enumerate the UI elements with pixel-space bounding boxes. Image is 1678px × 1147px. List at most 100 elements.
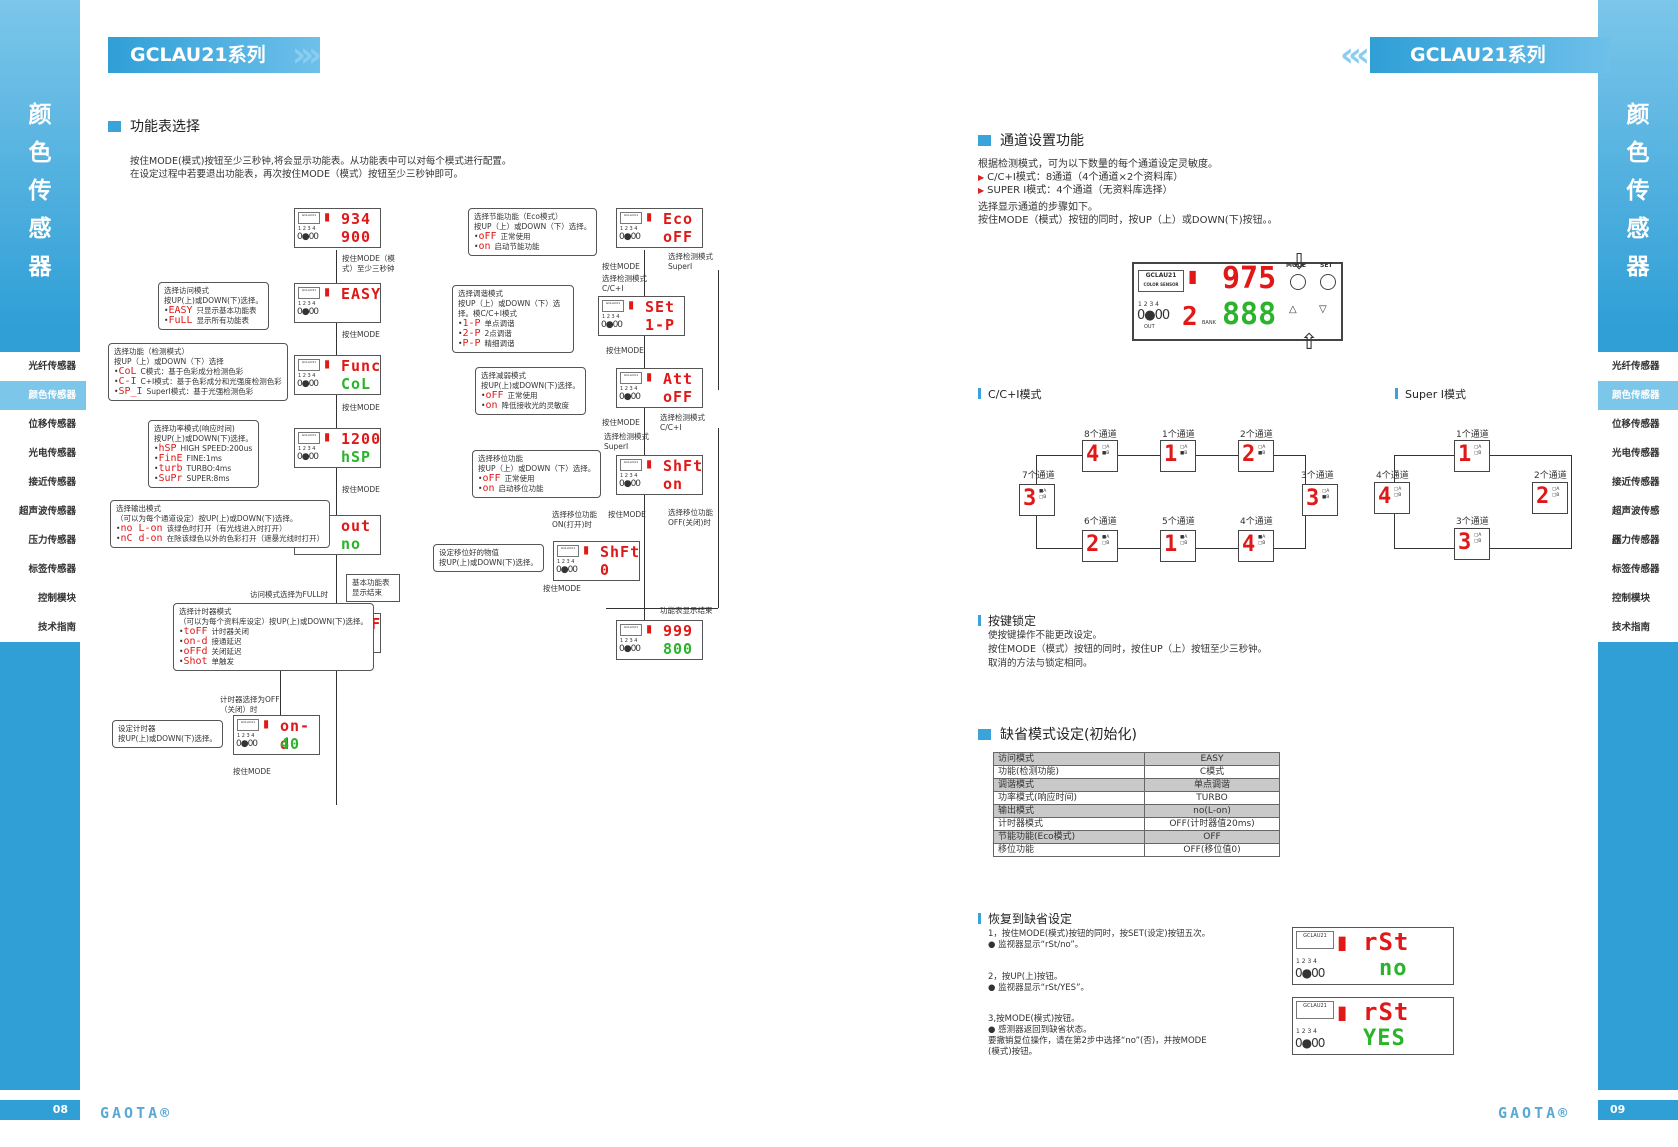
device-bottom-value: 888	[1222, 297, 1277, 332]
key-lock-text-2: 按住MODE（模式）按钮的同时，按住UP（上）按钮至少三秒钟。	[988, 644, 1268, 655]
menu-item-displacement[interactable]: 位移传感器	[28, 419, 76, 430]
restore-step-1: 1，按住MODE(模式)按钮的同时，按SET(设定)按钮五次。● 监视器显示“r…	[988, 929, 1211, 950]
left-series-title: GCLAU21系列	[108, 37, 320, 73]
down-button[interactable]: ▽	[1319, 304, 1327, 315]
note-press-mode: 按住MODE	[543, 584, 581, 593]
channel-label: 1个通道	[1162, 430, 1195, 440]
note-access-full: 访问模式选择为FULL时	[250, 590, 329, 599]
note-sel-superi2: 选择检测模式SuperI	[604, 432, 649, 451]
note-press-mode: 按住MODE	[342, 330, 380, 339]
note-press-mode: 按住MODE	[602, 262, 640, 271]
channel-setting-heading: 通道设置功能	[978, 130, 1084, 150]
timer-mode-box: 选择计时器模式（可以为每个资料库设定）按UP(上)或DOWN(下)选择。 •to…	[173, 603, 374, 671]
menu-item-photoelectric[interactable]: 光电传感器	[1612, 448, 1660, 459]
note-press-mode: 按住MODE	[608, 510, 646, 519]
channel-label: 3个通道	[1301, 471, 1334, 481]
shift-value-box: 设定移位好的物值按UP(上)或DOWN(下)选择。	[433, 544, 544, 572]
menu-item-proximity[interactable]: 接近传感器	[28, 477, 76, 488]
menu-item-label[interactable]: 标签传感器	[1612, 564, 1660, 575]
restore-heading: 恢复到缺省设定	[978, 910, 1072, 927]
menu-item-guide[interactable]: 技术指南	[37, 622, 76, 633]
set-timer-box: 设定计时器按UP(上)或DOWN(下)选择。	[112, 720, 223, 748]
menu-item-ultrasonic[interactable]: 超声波传感器	[18, 506, 76, 517]
menu-item-control[interactable]: 控制模块	[1612, 593, 1651, 604]
menu-item-label[interactable]: 标签传感器	[28, 564, 76, 575]
menu-item-displacement[interactable]: 位移传感器	[1612, 419, 1660, 430]
table-row: 调谐模式单点调谐	[993, 778, 1280, 792]
right-logo: GAOTA®	[1498, 1104, 1571, 1122]
menu-item-pressure[interactable]: 压力传感器	[28, 535, 76, 546]
channel-label: 3个通道	[1456, 517, 1489, 527]
menu-item-fiber[interactable]: 光纤传感器	[1612, 361, 1660, 372]
channel-leds: 0●00	[1137, 308, 1170, 323]
channel-block: 3■A□B	[1019, 484, 1055, 516]
note-press-mode: 按住MODE	[342, 403, 380, 412]
table-row: 功率模式(响应时间)TURBO	[993, 791, 1280, 805]
note-press-mode: 按住MODE	[602, 418, 640, 427]
channel-label: 6个通道	[1084, 517, 1117, 527]
menu-item-color[interactable]: 颜色传感器	[1598, 381, 1678, 410]
menu-item-control[interactable]: 控制模块	[37, 593, 76, 604]
set-button[interactable]	[1320, 274, 1336, 290]
flow-line-shift-off	[718, 428, 719, 608]
press-arrow-icon: ⇩	[1290, 250, 1309, 275]
channel-label: 4个通道	[1376, 471, 1409, 481]
mode-button[interactable]	[1290, 274, 1306, 290]
note-sel-cci: 选择检测模式C/C+I	[660, 413, 705, 432]
function-menu-heading: 功能表选择	[108, 116, 200, 136]
table-row: 功能(检测功能)C模式	[993, 765, 1280, 779]
note-sel-superi: 选择检测模式SuperI	[668, 252, 713, 271]
cci-mode-label: C/C+I模式	[978, 386, 1042, 402]
channel-text-2: ▶C/C+I模式：8通道（4个通道×2个资料库）	[978, 172, 1184, 183]
channel-text-3: ▶SUPER I模式：4个通道（无资料库选择）	[978, 185, 1173, 196]
right-chevron-icon: ‹‹‹	[1340, 35, 1370, 75]
channel-label: 2个通道	[1240, 430, 1273, 440]
intro-line-2: 在设定过程中若要退出功能表，再次按住MODE（模式）按钮至少三秒钟即可。	[130, 169, 463, 180]
channel-block: 3□A□B	[1454, 528, 1490, 560]
table-row: 节能功能(Eco模式)OFF	[993, 830, 1280, 844]
flow-line-end	[606, 608, 718, 609]
left-category-menu: 光纤传感器 颜色传感器 位移传感器 光电传感器 接近传感器 超声波传感器 压力传…	[0, 352, 86, 642]
flow-line-timer-off	[280, 665, 281, 740]
menu-item-guide[interactable]: 技术指南	[1612, 622, 1651, 633]
flow-line-superi	[718, 270, 719, 390]
right-side-title: 颜色传感器	[1626, 102, 1650, 280]
menu-item-fiber[interactable]: 光纤传感器	[28, 361, 76, 372]
up-button[interactable]: △	[1289, 304, 1297, 315]
key-lock-text-1: 使按键操作不能更改设定。	[988, 630, 1103, 641]
menu-item-ultrasonic[interactable]: 超声波传感器	[1612, 506, 1660, 546]
menu-item-pressure[interactable]: 压力传感器	[1612, 535, 1660, 546]
note-shift-off: 选择移位功能OFF(关闭)时	[668, 508, 713, 527]
channel-block: 2□A□B	[1532, 482, 1568, 514]
press-arrow-icon: ⇧	[1300, 330, 1319, 355]
menu-item-color[interactable]: 颜色传感器	[0, 381, 86, 410]
key-lock-text-3: 取消的方法与锁定相同。	[988, 658, 1093, 669]
channel-block: 4□A■B	[1082, 440, 1118, 472]
menu-item-proximity[interactable]: 接近传感器	[1612, 477, 1660, 488]
channel-block: 3□A■B	[1302, 484, 1338, 516]
note-basic-end: 基本功能表显示结束	[346, 574, 400, 602]
left-logo: GAOTA®	[100, 1104, 173, 1122]
menu-item-photoelectric[interactable]: 光电传感器	[28, 448, 76, 459]
channel-text-5: 按住MODE（模式）按钮的同时，按UP（上）或DOWN(下)按钮。。	[978, 215, 1278, 226]
key-lock-heading: 按键锁定	[978, 612, 1036, 629]
channel-block: 4■A□B	[1238, 530, 1274, 562]
channel-block: 1□A□B	[1454, 440, 1490, 472]
